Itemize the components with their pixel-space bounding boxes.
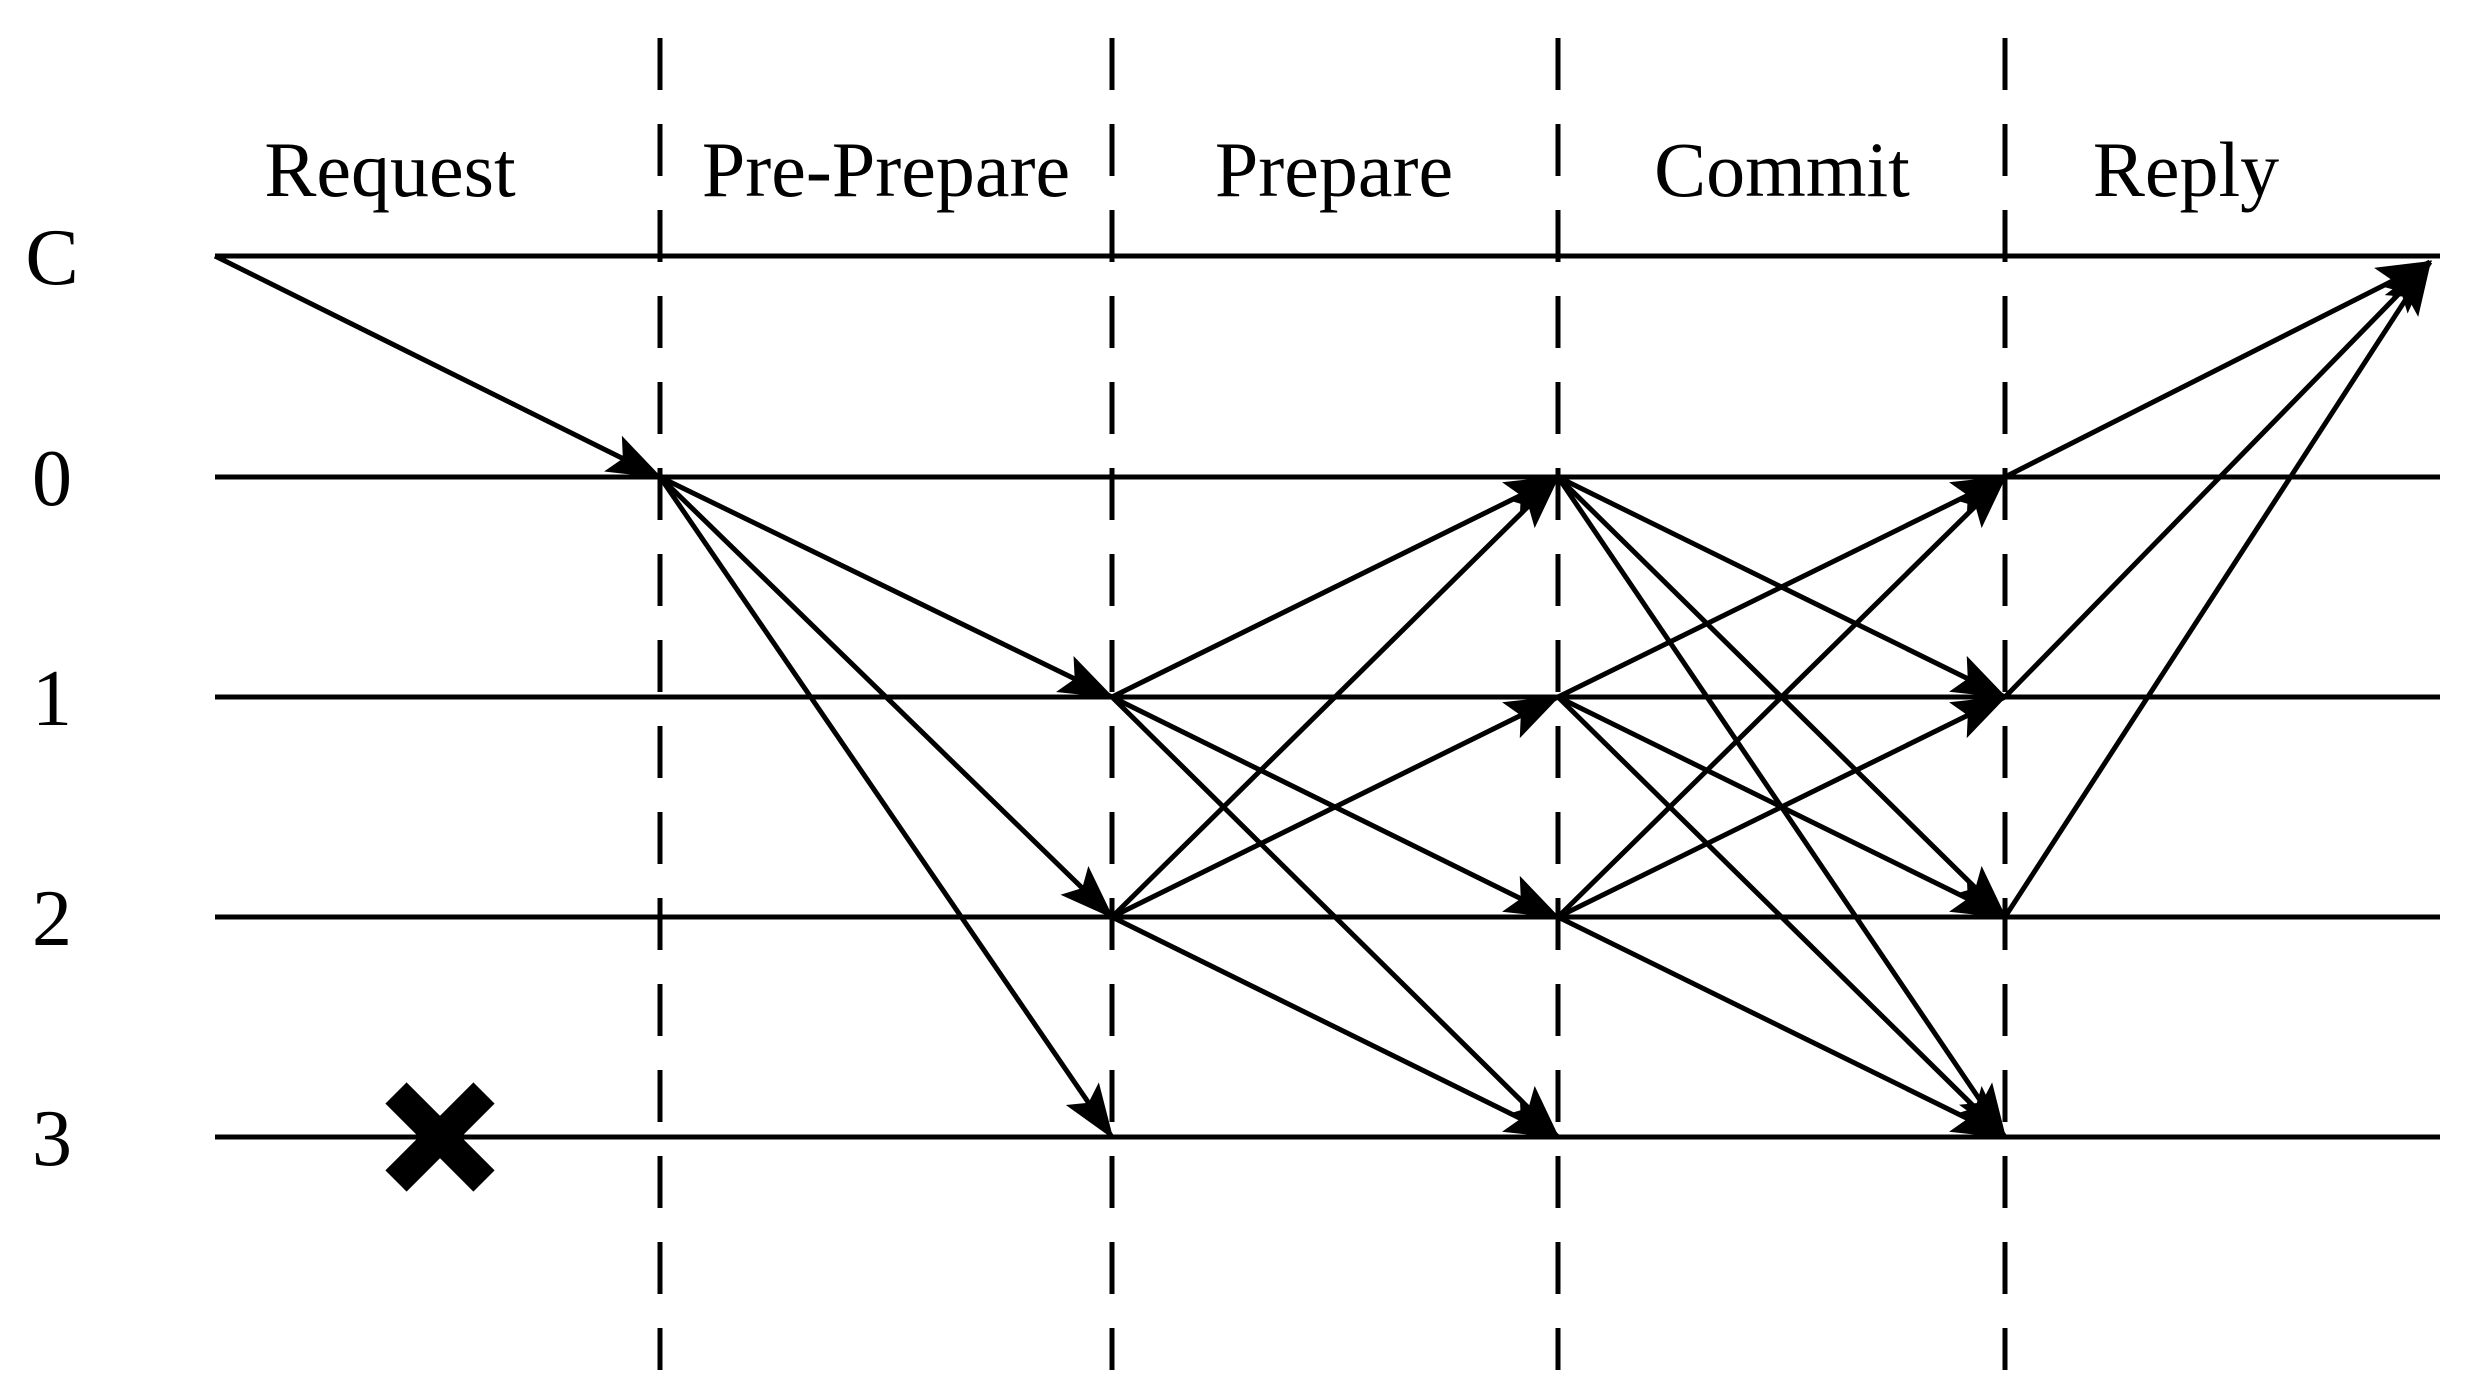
- message-reply-2-to-C: [2002, 259, 2433, 919]
- phase-label-prepare: Prepare: [1215, 126, 1453, 213]
- phase-divider-group: [657, 38, 2008, 1370]
- participant-label-2: 2: [32, 875, 72, 963]
- failure-mark-group: [385, 1082, 495, 1192]
- participant-label-1: 1: [32, 655, 72, 743]
- message-pre-prepare-0-to-3: [657, 475, 1115, 1140]
- message-commit-2-to-1: [1556, 694, 2008, 920]
- message-commit-1-to-0: [1556, 474, 2008, 700]
- phase-label-group: Request Pre-Prepare Prepare Commit Reply: [264, 126, 2279, 213]
- message-prepare-1-to-0: [1110, 474, 1561, 700]
- message-commit-1-to-3: [1556, 695, 2007, 1139]
- phase-label-request: Request: [264, 126, 516, 213]
- participant-label-C: C: [25, 214, 78, 302]
- message-prepare-2-to-1: [1110, 694, 1561, 920]
- phase-label-pre-prepare: Pre-Prepare: [702, 126, 1070, 213]
- message-reply-0-to-C: [2003, 259, 2433, 480]
- message-pre-prepare-0-to-1: [658, 474, 1115, 700]
- message-commit-2-to-3: [1556, 914, 2008, 1140]
- message-prepare-1-to-3: [1110, 695, 1560, 1139]
- participant-timeline-group: [215, 253, 2440, 1140]
- participant-label-group: C 0 1 2 3: [25, 214, 78, 1183]
- message-commit-2-to-0: [1556, 475, 2007, 919]
- message-request-C-to-0: [213, 253, 663, 480]
- message-prepare-2-to-3: [1110, 914, 1561, 1140]
- message-pre-prepare-0-to-2: [658, 475, 1114, 919]
- message-prepare-2-to-0: [1110, 475, 1560, 919]
- phase-label-commit: Commit: [1654, 126, 1910, 213]
- participant-label-3: 3: [32, 1095, 72, 1183]
- message-reply-1-to-C: [2003, 260, 2432, 699]
- message-arrow-group: [213, 253, 2433, 1140]
- phase-label-reply: Reply: [2093, 126, 2279, 213]
- participant-label-0: 0: [32, 435, 72, 523]
- faulty-replica-cross-stroke-b: [385, 1082, 495, 1192]
